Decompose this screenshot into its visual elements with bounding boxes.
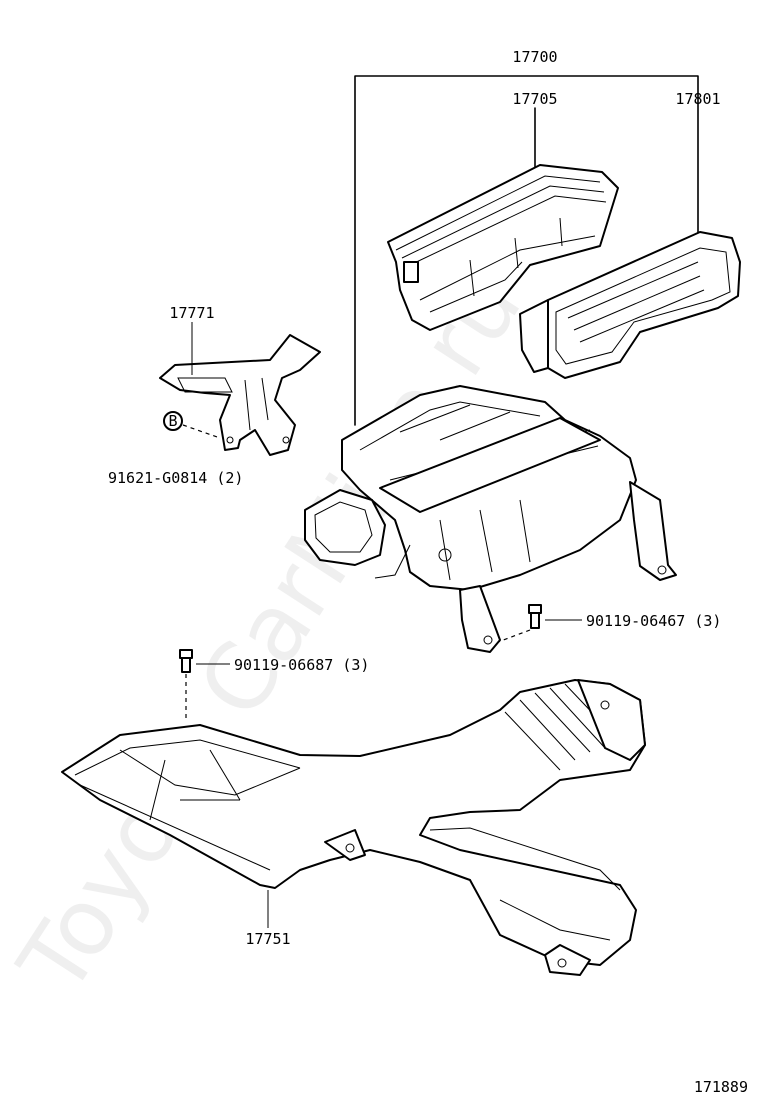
hose-bolt[interactable] — [179, 649, 230, 722]
label-17801: 17801 — [675, 90, 720, 108]
bolt-b[interactable]: B — [163, 411, 221, 439]
bracket-17771[interactable] — [159, 334, 321, 456]
air-cleaner-case[interactable] — [304, 385, 677, 653]
label-17705: 17705 — [512, 90, 557, 108]
case-bolt[interactable] — [497, 604, 582, 643]
bolt-mark: B — [168, 412, 177, 430]
label-17771: 17771 — [169, 304, 214, 322]
air-cleaner-cap-17705[interactable] — [387, 164, 619, 331]
label-91621-g0814: 91621-G0814 (2) — [108, 469, 243, 487]
label-90119-06687: 90119-06687 (3) — [234, 656, 369, 674]
label-17751: 17751 — [245, 930, 290, 948]
assembly-bracket — [354, 75, 699, 426]
diagram-number: 171889 — [694, 1078, 748, 1096]
intake-hose-17751[interactable] — [61, 679, 646, 976]
filter-element-17801[interactable] — [519, 231, 741, 379]
label-17700: 17700 — [512, 48, 557, 66]
leader-lines — [191, 322, 269, 928]
label-90119-06467: 90119-06467 (3) — [586, 612, 721, 630]
